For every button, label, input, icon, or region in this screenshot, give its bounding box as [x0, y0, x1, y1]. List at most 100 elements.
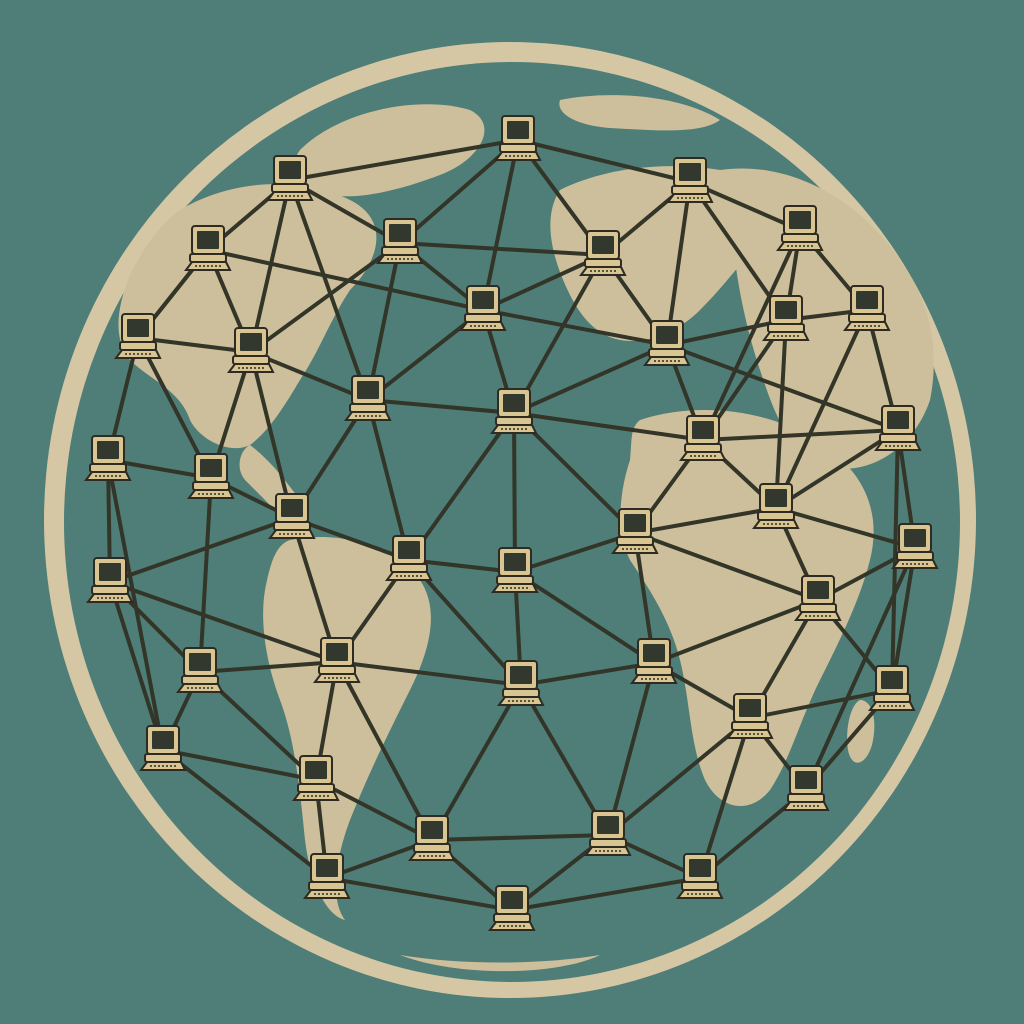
desktop-computer-icon [874, 405, 922, 451]
desktop-computer-icon [292, 755, 340, 801]
network-link [249, 241, 402, 354]
desktop-computer-icon [676, 853, 724, 899]
network-link [698, 716, 752, 880]
desktop-computer-icon [776, 205, 824, 251]
desktop-computer-icon [86, 557, 134, 603]
network-link [136, 336, 253, 354]
desktop-computer-icon [114, 313, 162, 359]
desktop-computer-icon [630, 638, 678, 684]
desktop-computer-icon [268, 493, 316, 539]
network-link [106, 458, 213, 480]
network-link [774, 506, 917, 550]
desktop-computer-icon [176, 647, 224, 693]
network-link [513, 570, 656, 665]
network-link [665, 180, 692, 347]
network-link [510, 876, 702, 912]
desktop-computer-icon [611, 508, 659, 554]
network-link [774, 318, 788, 510]
desktop-computer-icon [752, 483, 800, 529]
desktop-computer-icon [666, 157, 714, 203]
desktop-computer-icon [344, 375, 392, 421]
desktop-computer-icon [762, 295, 810, 341]
network-link [249, 350, 370, 402]
desktop-computer-icon [227, 327, 275, 373]
network-link [206, 248, 485, 312]
desktop-computer-icon [843, 285, 891, 331]
network-link [288, 138, 520, 182]
network-link [606, 661, 656, 837]
desktop-computer-icon [579, 230, 627, 276]
desktop-computer-icon [187, 453, 235, 499]
desktop-computer-icon [726, 693, 774, 739]
network-link [481, 308, 669, 347]
desktop-computer-icon [794, 575, 842, 621]
network-link [512, 411, 517, 574]
desktop-computer-icon [459, 285, 507, 331]
network-link [325, 876, 514, 912]
network-link [665, 318, 788, 347]
desktop-computer-icon [491, 547, 539, 593]
network-link [407, 558, 517, 574]
network-link [288, 178, 370, 402]
desktop-computer-icon [494, 115, 542, 161]
network-link [407, 411, 516, 562]
continent-arctic-islands [559, 95, 720, 131]
desktop-computer-icon [385, 535, 433, 581]
network-link [398, 241, 605, 257]
desktop-computer-icon [184, 225, 232, 271]
network-link [430, 833, 610, 842]
network-link [106, 458, 165, 752]
desktop-computer-icon [313, 637, 361, 683]
network-link [519, 661, 656, 687]
network-link [314, 778, 434, 842]
network-link [606, 716, 752, 837]
continent-asia [718, 168, 934, 469]
desktop-computer-icon [643, 320, 691, 366]
desktop-computer-icon [679, 415, 727, 461]
network-link [335, 660, 434, 842]
network-link [652, 598, 820, 665]
continent-north-america [118, 183, 377, 449]
continent-greenland [294, 104, 485, 197]
network-link [774, 308, 869, 510]
desktop-computer-icon [490, 388, 538, 434]
network-link [366, 398, 411, 562]
continent-africa [620, 410, 874, 807]
network-link [774, 428, 900, 510]
network-link [481, 253, 605, 312]
network-link [366, 398, 516, 415]
continent-south-america [263, 536, 431, 920]
desktop-computer-icon [266, 155, 314, 201]
desktop-computer-icon [891, 523, 939, 569]
continent-antarctica-edge [400, 955, 600, 972]
network-link [481, 138, 520, 312]
network-link [249, 178, 292, 354]
network-link [748, 688, 894, 720]
network-link [366, 241, 402, 402]
network-link [108, 580, 165, 752]
continents [118, 95, 934, 972]
network-link [108, 580, 339, 664]
network-link [512, 343, 669, 415]
network-link [513, 531, 637, 574]
desktop-computer-icon [303, 853, 351, 899]
network-link [701, 228, 802, 442]
desktop-computer-icon [376, 218, 424, 264]
desktop-computer-icon [488, 885, 536, 931]
network-link [512, 411, 705, 442]
network-link [890, 428, 900, 692]
desktop-computer-icon [84, 435, 132, 481]
network-link [198, 660, 339, 674]
network-link [804, 546, 917, 792]
network-link [701, 428, 900, 442]
network-link [161, 748, 329, 880]
desktop-computer-icon [408, 815, 456, 861]
network-nodes [84, 115, 939, 931]
desktop-computer-icon [497, 660, 545, 706]
desktop-computer-icon [782, 765, 830, 811]
desktop-computer-icon [584, 810, 632, 856]
network-link [335, 660, 523, 687]
network-link [290, 516, 411, 562]
network-link [430, 683, 523, 842]
